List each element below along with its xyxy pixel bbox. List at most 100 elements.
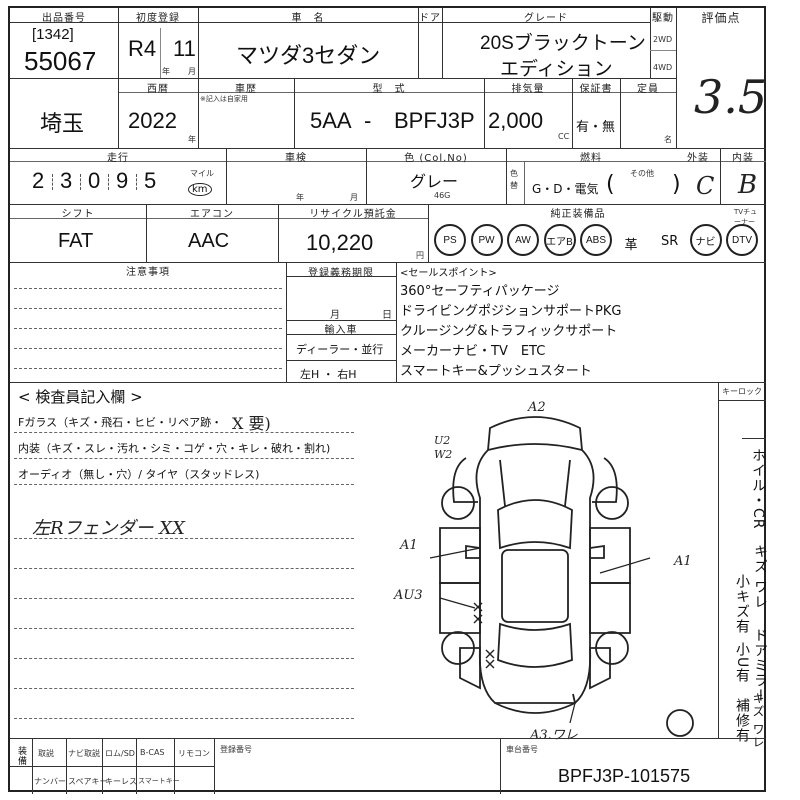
lot-no: 55067 (24, 46, 97, 76)
cc-unit: CC (558, 132, 570, 141)
drive-label: 駆動 (652, 13, 674, 24)
legend-col6: 小U有 (734, 642, 750, 684)
color-code: 46G (434, 191, 451, 200)
inspect-year-unit: 年 (296, 193, 304, 202)
mark-top: A2 (528, 400, 546, 415)
score-label: 評価点 (701, 11, 741, 25)
equipment-item: SR (661, 234, 679, 249)
reg-month: 月 (330, 310, 340, 321)
mileage-digit: 3 (60, 168, 73, 193)
legend-col2: キズ ワレ (752, 544, 768, 610)
sales-point: スマートキー&プッシュスタート (400, 364, 592, 379)
year-unit: 年 (188, 135, 196, 144)
inspection-line1: Fガラス（キズ・飛石・ヒビ・リペア跡・ (18, 416, 223, 429)
mileage-digit: 5 (144, 168, 157, 193)
km-unit: km (188, 183, 212, 196)
equipment-item: ABS (580, 224, 612, 256)
car-name-label: 車 名 (291, 13, 325, 24)
lot-no-label: 出品番号 (42, 13, 86, 24)
mileage-digit: 2 (32, 168, 45, 193)
ac-value: AAC (188, 230, 230, 252)
mileage-digit: 0 (88, 168, 101, 193)
drive-2wd: 2WD (653, 35, 673, 44)
legend-col4: ドアミラー (752, 628, 768, 703)
mileage-separator (52, 174, 54, 190)
recycle-value: 10,220 (306, 230, 374, 255)
inspection-line3: オーディオ（無し・穴）/ タイヤ（スタッドレス) (18, 468, 260, 481)
region: 埼玉 (40, 111, 85, 136)
grade-label: グレード (524, 13, 568, 24)
model-dash: - (364, 108, 372, 133)
inspect-month-unit: 月 (350, 193, 358, 202)
equipment-item: PS (434, 224, 466, 256)
chassis-no: BPFJ3P-101575 (558, 766, 691, 786)
legend-col1: ホイル・CR (750, 448, 766, 530)
footer-col4-a: B-CAS (140, 748, 165, 757)
mark-left-door: A1 (400, 538, 418, 553)
recycle-label: リサイクル預託金 (309, 209, 397, 220)
footer-col2-a: ナビ取説 (68, 749, 100, 758)
color-label: 色 (Col.No) (404, 153, 468, 164)
equipment-item: PW (470, 224, 503, 256)
inspection-handwritten: 左Rフェンダー XX (32, 518, 185, 539)
reg-label: 登録義務期限 (308, 268, 374, 279)
score-value: 3.5 (694, 70, 768, 124)
first-reg-month: 11 (173, 36, 196, 61)
footer-col5-a: リモコン (178, 749, 210, 758)
footer-col3-a: ロム/SD (105, 749, 135, 758)
footer-col4-b: スマートキー (138, 777, 180, 785)
mileage-separator (80, 174, 82, 190)
sales-label: <セールスポイント> (400, 268, 497, 279)
mark-bottom: A3.ワレ (530, 728, 578, 743)
equipment-item: 革 (624, 238, 638, 253)
footer-chassis-label: 車台番号 (506, 745, 538, 754)
footer-col2-b: スペアキー (68, 777, 108, 786)
warranty-label: 保証書 (579, 84, 613, 95)
seireki-label: 西暦 (147, 84, 169, 95)
fuel-paren-open: ( (606, 172, 615, 197)
fuel-paren-close: ) (672, 172, 681, 197)
first-reg-label: 初度登録 (136, 13, 180, 24)
car-damage-diagram (429, 416, 694, 737)
mark-left-rear: AU3 (394, 588, 423, 603)
fuel-label: 燃料 (580, 153, 602, 164)
year-type-note: ※記入は自家用 (200, 95, 248, 103)
sales-point: ドライビングポジションサポートPKG (400, 304, 622, 319)
fuel-options: G・D・電気 (532, 182, 599, 196)
year: 2022 (128, 108, 177, 133)
sales-point: 360°セーフティパッケージ (400, 284, 560, 299)
displacement: 2,000 (488, 108, 544, 133)
legend-col5: キズ ワレ (751, 692, 765, 749)
inspection-title: < 検査員記入欄 > (18, 388, 143, 406)
inspect-label: 車検 (285, 153, 307, 164)
shift-label: シフト (61, 209, 95, 220)
grade-line1: 20Sブラックトーン (480, 33, 646, 54)
footer-side-label: 装備 (16, 746, 26, 766)
color-value: グレー (410, 174, 459, 191)
mileage-label: 走行 (107, 153, 129, 164)
mileage-separator (136, 174, 138, 190)
equip-label: 純正装備品 (550, 209, 606, 220)
door-label: ドア (419, 13, 441, 24)
mark-top-left-1: U2 (434, 434, 451, 447)
drive-4wd: 4WD (653, 63, 673, 72)
legend-col7: 補修有 (734, 698, 750, 743)
first-reg-year-unit: 年 (162, 67, 170, 76)
legend-col3: 小キズ有 (734, 574, 750, 634)
interior-grade: B (738, 170, 758, 200)
first-reg-era: R4 (128, 36, 157, 61)
equipment-item: DTV (726, 224, 758, 256)
model-label: 型 式 (372, 84, 406, 95)
equipment-item: エアB (543, 224, 576, 256)
exterior-grade: C (696, 172, 715, 200)
caution-label: 注意事項 (126, 267, 170, 278)
tuner-label: TVチューナー (734, 208, 758, 226)
inspection-line1-mark: X 要) (232, 414, 271, 433)
footer-col1-b: ナンバー (34, 777, 66, 786)
keylock-label: キーロック (722, 387, 762, 396)
handle-value: 左H ・ 右H (300, 368, 357, 381)
lot-no-sub: [1342] (32, 26, 74, 43)
year-type-label: 車歴 (235, 84, 257, 95)
mile-unit: マイル (190, 169, 214, 178)
mileage-digit: 9 (116, 168, 129, 193)
